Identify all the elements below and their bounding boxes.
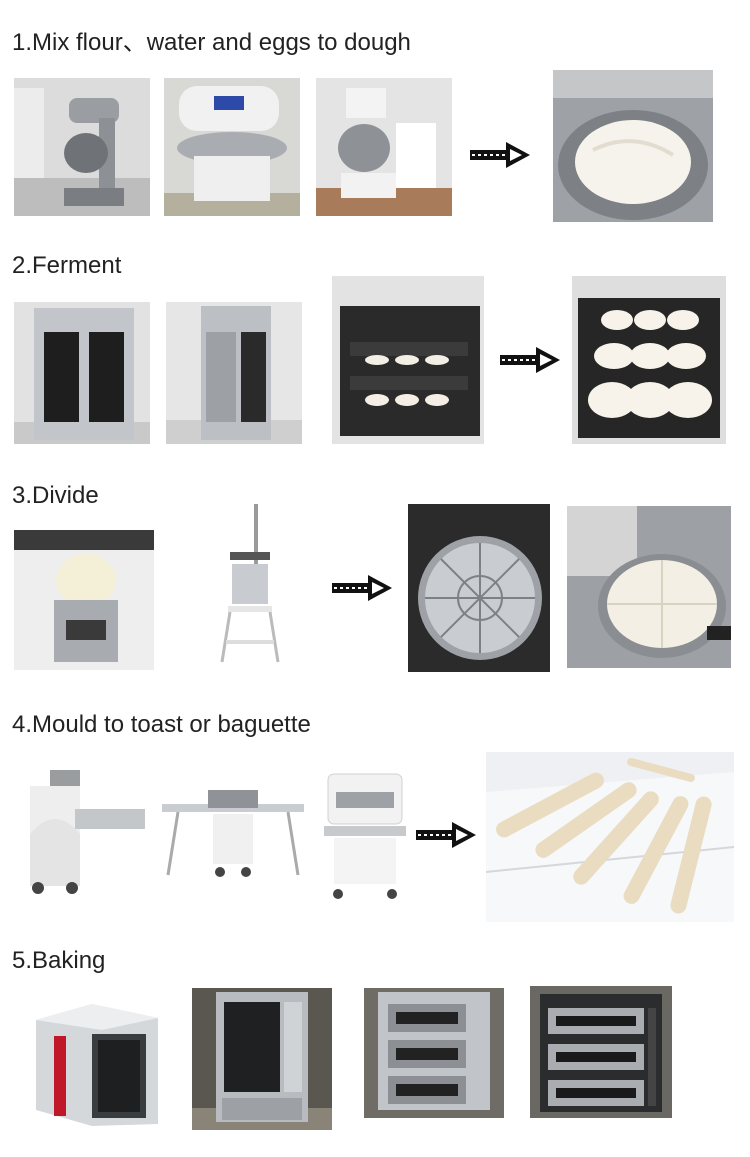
dough-sheeter-photo xyxy=(158,780,308,890)
proofer-cabinet-single-door-photo xyxy=(166,302,302,444)
planetary-mixer-photo xyxy=(14,78,150,216)
divided-dough-pieces-photo xyxy=(567,506,731,668)
process-arrow xyxy=(498,345,562,375)
spiral-mixer-photo xyxy=(164,78,300,216)
process-arrow xyxy=(468,140,532,170)
toast-moulder-photo xyxy=(20,764,150,896)
convection-oven-photo xyxy=(192,988,332,1130)
rotary-rack-oven-photo xyxy=(32,1000,160,1128)
dough-divider-rounder-photo xyxy=(14,530,154,670)
step-1-title: 1.Mix flour、water and eggs to dough xyxy=(12,29,411,56)
process-arrow xyxy=(414,820,478,850)
toast-pans-before-proofing-photo xyxy=(332,276,484,444)
divider-cutting-plate-photo xyxy=(408,504,550,672)
spiral-mixer-bowl-photo xyxy=(316,78,452,216)
toast-pans-after-proofing-photo xyxy=(572,276,726,444)
three-deck-oven-black-photo xyxy=(530,986,672,1118)
process-arrow xyxy=(330,573,394,603)
step-4-title: 4.Mould to toast or baguette xyxy=(12,711,311,738)
step-5-title: 5.Baking xyxy=(12,947,106,974)
step-3-title: 3.Divide xyxy=(12,482,99,509)
mixed-dough-bowl-photo xyxy=(553,70,713,222)
manual-dough-divider-photo xyxy=(200,502,300,670)
proofer-cabinet-double-door-photo xyxy=(14,302,150,444)
step-2-title: 2.Ferment xyxy=(12,252,122,279)
shaped-baguettes-photo xyxy=(486,752,734,922)
baguette-moulder-photo xyxy=(320,768,410,904)
three-deck-oven-photo xyxy=(364,988,504,1118)
